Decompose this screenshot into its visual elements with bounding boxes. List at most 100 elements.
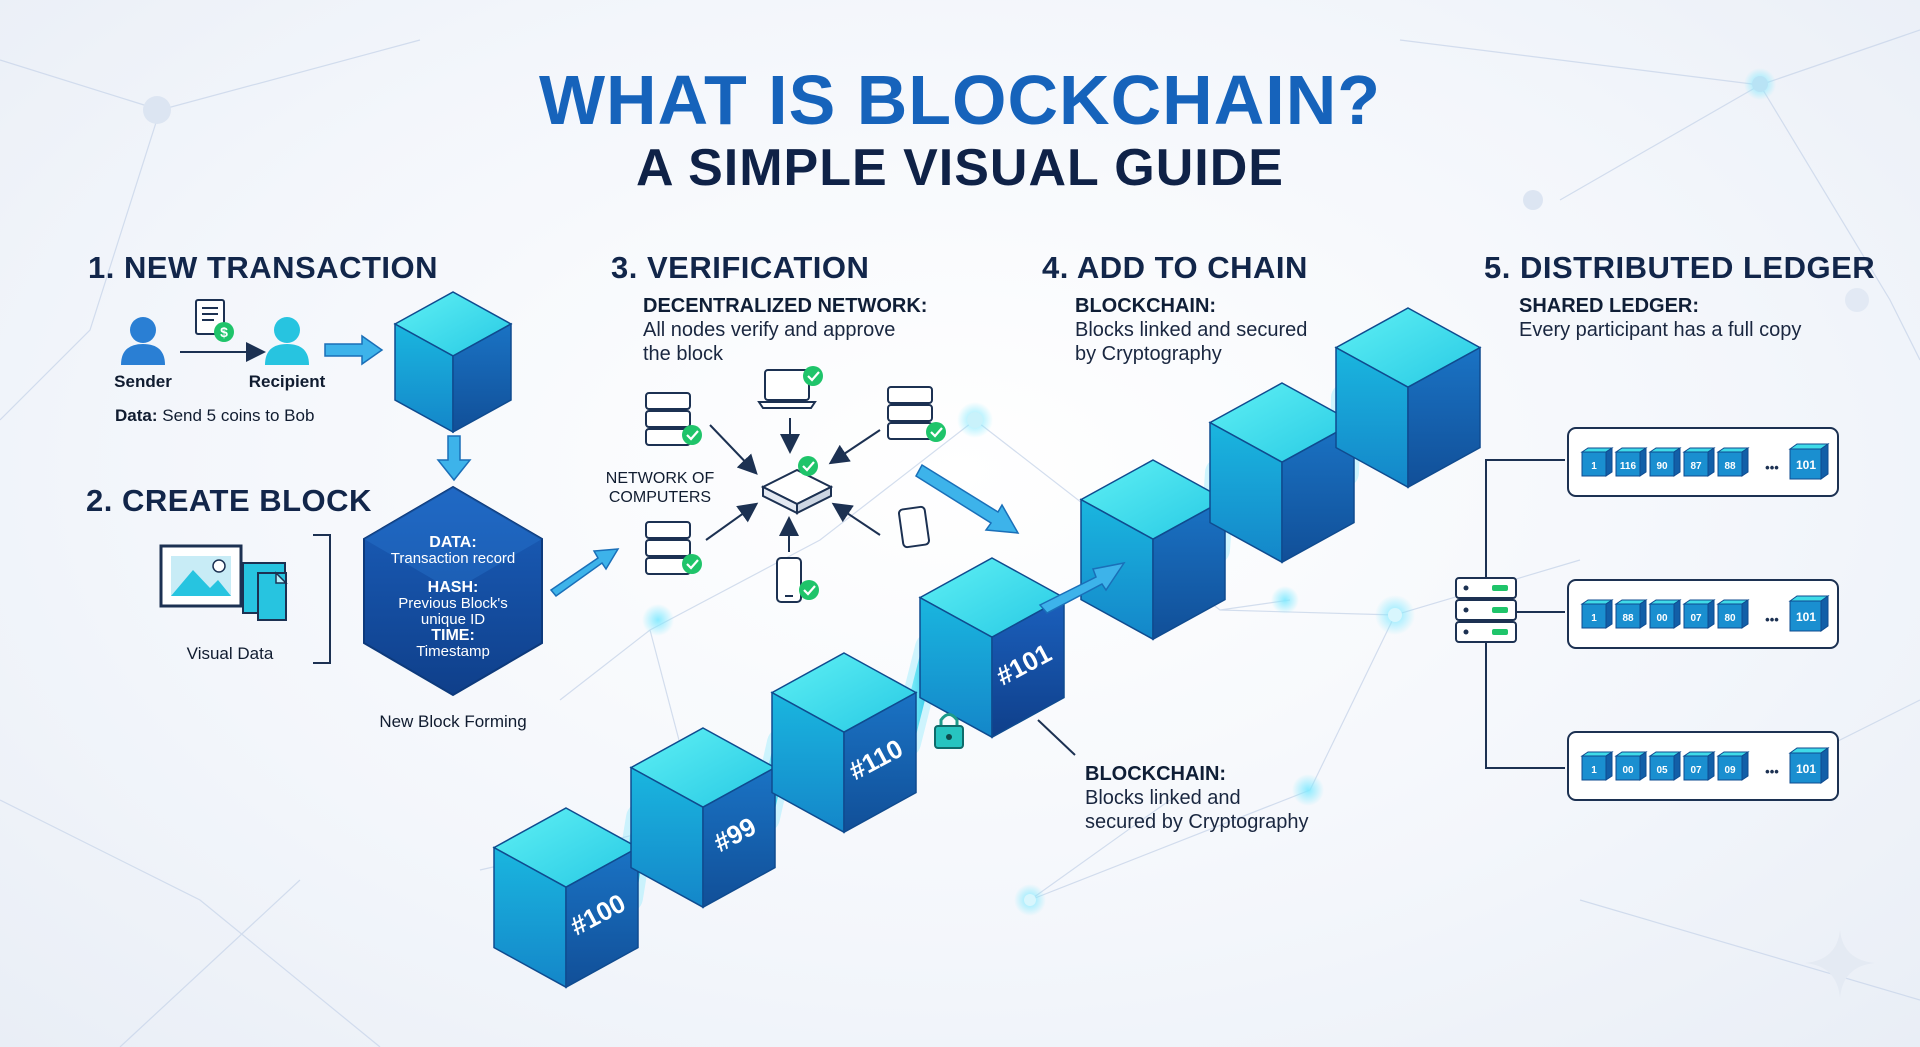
network-label: NETWORK OF COMPUTERS bbox=[590, 469, 730, 507]
ledger-block-label: 00 bbox=[1622, 765, 1634, 776]
ledger-block-label: 07 bbox=[1690, 613, 1702, 624]
server-icon-top-left bbox=[645, 392, 702, 446]
network-hub-icon bbox=[760, 456, 834, 515]
ledger-block-label: 116 bbox=[1620, 461, 1637, 472]
block-hash-value-1: Previous Block's bbox=[398, 595, 508, 612]
ledger-copy: 1 00 05 07 09 ••• 101 bbox=[1567, 731, 1839, 801]
ledger-block: 09 bbox=[1716, 751, 1750, 781]
chain-caption-2: secured by Cryptography bbox=[1085, 811, 1309, 833]
chain-block: #100 bbox=[492, 807, 640, 989]
ledger-server-icon bbox=[1455, 577, 1517, 643]
transaction-cube bbox=[393, 291, 513, 434]
ledger-last-block-label: 101 bbox=[1796, 458, 1816, 472]
bracket-line bbox=[313, 534, 331, 664]
server-icon-top-right bbox=[887, 386, 946, 442]
server-icon-bottom-left bbox=[645, 521, 702, 575]
ledger-block-label: 80 bbox=[1724, 613, 1736, 624]
tablet-icon bbox=[897, 505, 931, 549]
step3-subheading: DECENTRALIZED NETWORK: bbox=[643, 295, 928, 317]
network-label-line1: NETWORK OF bbox=[605, 470, 715, 487]
arrow-to-network-icon bbox=[549, 548, 620, 598]
ledger-block-label: 07 bbox=[1690, 765, 1702, 776]
ledger-block-label: 87 bbox=[1690, 461, 1702, 472]
block-time-value: Timestamp bbox=[416, 643, 490, 660]
ledger-block: 00 bbox=[1648, 599, 1682, 629]
step4-desc-2: by Cryptography bbox=[1075, 343, 1222, 365]
page-subtitle: A SIMPLE VISUAL GUIDE bbox=[636, 139, 1284, 197]
step5-heading: 5. DISTRIBUTED LEDGER bbox=[1484, 250, 1876, 285]
block-hash-value-2: unique ID bbox=[420, 611, 486, 628]
ledger-last-block-label: 101 bbox=[1796, 610, 1816, 624]
step4-heading: 4. ADD TO CHAIN bbox=[1042, 250, 1308, 285]
step2-heading: 2. CREATE BLOCK bbox=[86, 483, 372, 518]
ledger-block: 88 bbox=[1614, 599, 1648, 629]
callout-line bbox=[1037, 719, 1076, 756]
network-label-line2: COMPUTERS bbox=[608, 489, 712, 506]
document-coin-icon: $ bbox=[195, 299, 234, 342]
ledger-block: 05 bbox=[1648, 751, 1682, 781]
ledger-block-label: 90 bbox=[1656, 461, 1668, 472]
ledger-block: 07 bbox=[1682, 599, 1716, 629]
chain-block bbox=[1334, 307, 1482, 489]
ledger-block: 00 bbox=[1614, 751, 1648, 781]
svg-text:$: $ bbox=[220, 324, 228, 340]
sender-label: Sender bbox=[114, 372, 172, 391]
ledger-block-label: 1 bbox=[1591, 613, 1597, 624]
step3-desc-1: All nodes verify and approve bbox=[643, 319, 896, 341]
ledger-copy: 1 88 00 07 80 ••• 101 bbox=[1567, 579, 1839, 649]
network-connection-arrows bbox=[705, 418, 881, 552]
ledger-last-block: 101 bbox=[1788, 595, 1830, 632]
chain-block: #99 bbox=[629, 727, 777, 909]
chain-block: #101 bbox=[918, 557, 1066, 739]
visual-data-label: Visual Data bbox=[186, 644, 274, 663]
down-arrow-icon bbox=[436, 435, 472, 482]
step4-desc-1: Blocks linked and secured bbox=[1075, 319, 1308, 341]
background-nodes bbox=[143, 68, 1869, 916]
step5-desc: Every participant has a full copy bbox=[1519, 319, 1802, 341]
ledger-block: 90 bbox=[1648, 447, 1682, 477]
arrow-to-chain-icon bbox=[915, 463, 1020, 534]
ledger-last-block: 101 bbox=[1788, 747, 1830, 784]
recipient-label: Recipient bbox=[248, 372, 326, 391]
file-icon bbox=[242, 562, 288, 621]
block-data-label: DATA: bbox=[429, 534, 477, 551]
step3-desc-2: the block bbox=[643, 343, 724, 365]
new-block-caption: New Block Forming bbox=[379, 712, 527, 731]
block-data-value: Transaction record bbox=[390, 550, 516, 567]
chain-cubes: #100#99#110#101 bbox=[492, 307, 1482, 989]
ledger-block: 1 bbox=[1580, 751, 1614, 781]
step3-heading: 3. VERIFICATION bbox=[611, 250, 870, 285]
ledger-ellipsis: ••• bbox=[1765, 612, 1779, 627]
page-title: WHAT IS BLOCKCHAIN? bbox=[538, 61, 1382, 139]
new-block-hexagon bbox=[363, 485, 543, 697]
ledger-block-label: 1 bbox=[1591, 765, 1597, 776]
ledger-block-label: 88 bbox=[1724, 461, 1736, 472]
ledger-block-label: 05 bbox=[1656, 765, 1668, 776]
ledger-block-label: 09 bbox=[1724, 765, 1736, 776]
chain-block bbox=[1208, 382, 1356, 564]
chain-caption-title: BLOCKCHAIN: bbox=[1085, 763, 1227, 785]
ledger-block: 87 bbox=[1682, 447, 1716, 477]
ledger-block-label: 88 bbox=[1622, 613, 1634, 624]
ledger-tree-lines bbox=[1485, 459, 1565, 769]
ledger-block: 07 bbox=[1682, 751, 1716, 781]
sender-icon bbox=[121, 317, 165, 365]
ledger-block: 116 bbox=[1614, 447, 1648, 477]
ledger-block: 80 bbox=[1716, 599, 1750, 629]
block-hash-label: HASH: bbox=[427, 579, 479, 596]
chain-block: #110 bbox=[770, 652, 918, 834]
laptop-icon bbox=[757, 366, 823, 409]
ledger-block: 88 bbox=[1716, 447, 1750, 477]
step1-heading: 1. NEW TRANSACTION bbox=[88, 250, 438, 285]
sparkle-icon bbox=[1805, 930, 1875, 998]
block-contents: DATA: Transaction record HASH: Previous … bbox=[364, 535, 542, 660]
chain-block bbox=[1079, 459, 1227, 641]
ledger-last-block: 101 bbox=[1788, 443, 1830, 480]
arrow-to-cube-icon bbox=[324, 334, 384, 366]
ledger-block: 1 bbox=[1580, 599, 1614, 629]
ledger-ellipsis: ••• bbox=[1765, 764, 1779, 779]
ledger-ellipsis: ••• bbox=[1765, 460, 1779, 475]
chain-up-arrow-icon bbox=[1038, 561, 1126, 614]
